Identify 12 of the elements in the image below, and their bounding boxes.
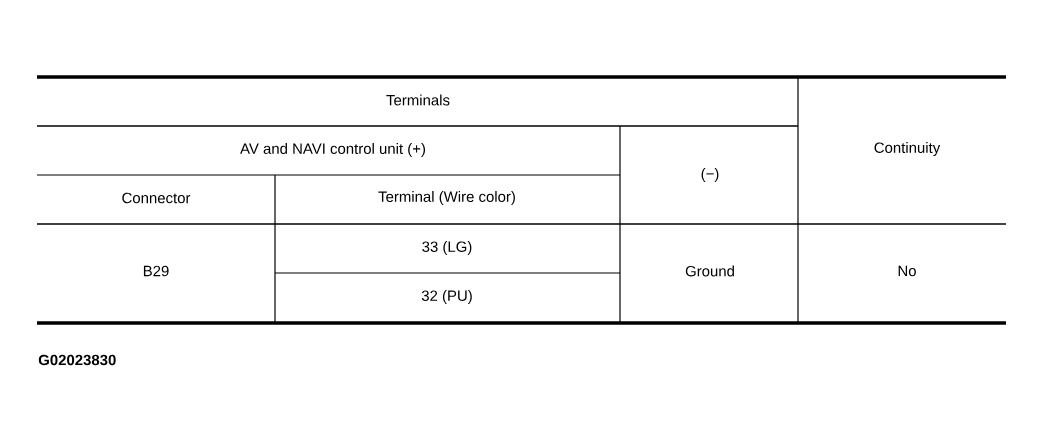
- cell-text: No: [898, 265, 916, 277]
- figure-code: G02023830: [38, 354, 116, 366]
- cell-text: Ground: [685, 265, 734, 277]
- header-text: Continuity: [874, 142, 941, 156]
- header-text: Terminals: [386, 94, 450, 106]
- cell-text: 32 (PU): [421, 290, 472, 304]
- header-text: AV and NAVI control unit (+): [240, 143, 425, 157]
- header-text: Connector: [122, 192, 191, 204]
- header-text: Terminal (Wire color): [378, 191, 515, 205]
- header-text: (−): [701, 168, 719, 182]
- cell-text: B29: [143, 265, 169, 277]
- cell-text: 33 (LG): [422, 241, 472, 255]
